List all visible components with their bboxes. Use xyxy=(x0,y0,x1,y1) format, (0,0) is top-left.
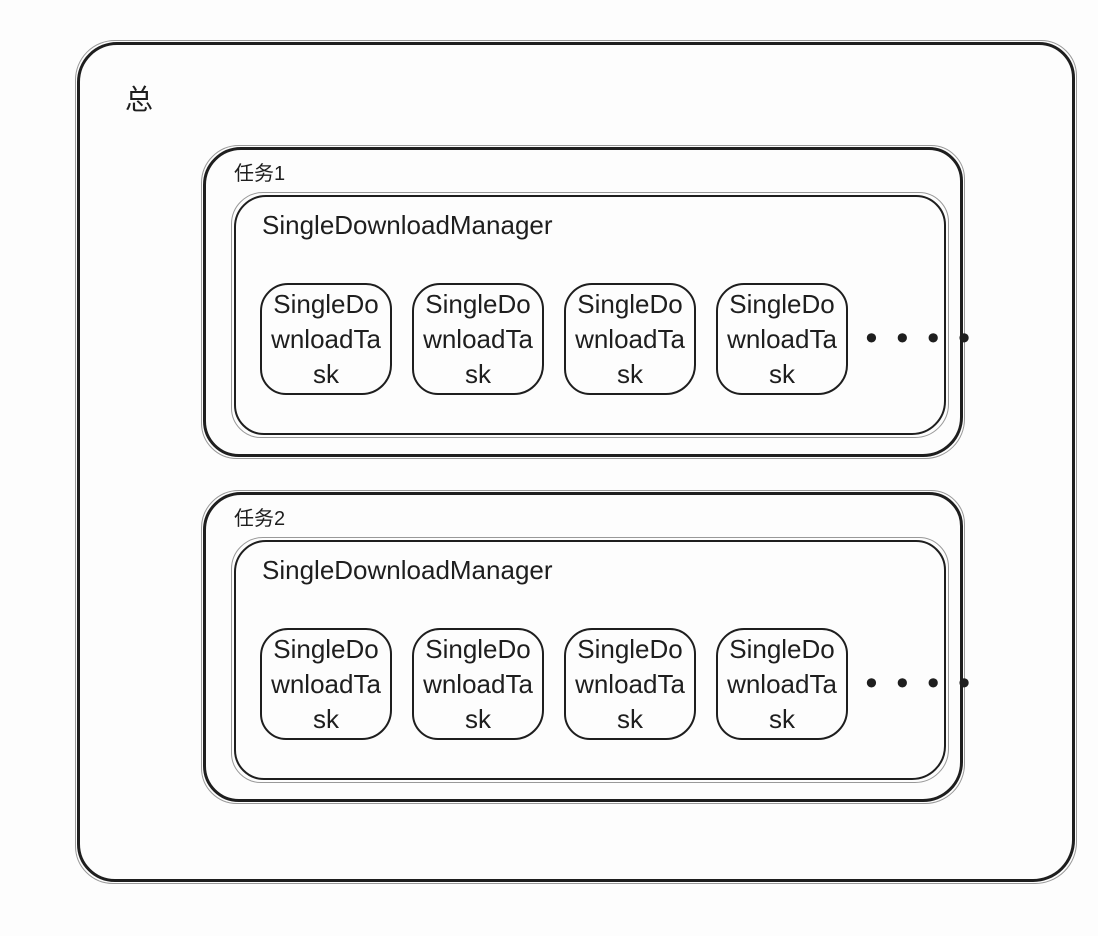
download-task-box: SingleDownloadTask xyxy=(260,283,392,395)
task-group-label: 任务1 xyxy=(234,163,286,185)
download-manager-label: SingleDownloadManager xyxy=(262,210,553,240)
download-task-box: SingleDownloadTask xyxy=(564,628,696,740)
task-row: SingleDownloadTask SingleDownloadTask Si… xyxy=(260,628,986,740)
download-task-box: SingleDownloadTask xyxy=(412,283,544,395)
task-group-box-2: 任务2 SingleDownloadManager SingleDownload… xyxy=(201,490,974,804)
download-task-box: SingleDownloadTask xyxy=(716,628,848,740)
root-label: 总 xyxy=(125,84,154,115)
download-task-box: SingleDownloadTask xyxy=(564,283,696,395)
download-manager-box: SingleDownloadManager SingleDownloadTask… xyxy=(231,192,974,438)
download-task-box: SingleDownloadTask xyxy=(716,283,848,395)
download-manager-label: SingleDownloadManager xyxy=(262,555,553,585)
download-task-label: SingleDownloadTask xyxy=(727,288,837,389)
download-task-label: SingleDownloadTask xyxy=(423,288,533,389)
download-task-label: SingleDownloadTask xyxy=(271,288,381,389)
more-tasks-ellipsis: •••• xyxy=(862,320,986,358)
task-group-box-1: 任务1 SingleDownloadManager SingleDownload… xyxy=(201,145,974,459)
task-row: SingleDownloadTask SingleDownloadTask Si… xyxy=(260,283,986,395)
task-group-label: 任务2 xyxy=(234,508,286,530)
download-task-label: SingleDownloadTask xyxy=(423,633,533,734)
download-task-label: SingleDownloadTask xyxy=(271,633,381,734)
download-task-label: SingleDownloadTask xyxy=(575,633,685,734)
root-container-box: 总 任务1 SingleDownloadManager SingleDownlo… xyxy=(75,40,1077,884)
download-task-label: SingleDownloadTask xyxy=(575,288,685,389)
download-task-box: SingleDownloadTask xyxy=(260,628,392,740)
download-task-label: SingleDownloadTask xyxy=(727,633,837,734)
download-task-box: SingleDownloadTask xyxy=(412,628,544,740)
download-manager-box: SingleDownloadManager SingleDownloadTask… xyxy=(231,537,974,783)
more-tasks-ellipsis: •••• xyxy=(862,665,986,703)
